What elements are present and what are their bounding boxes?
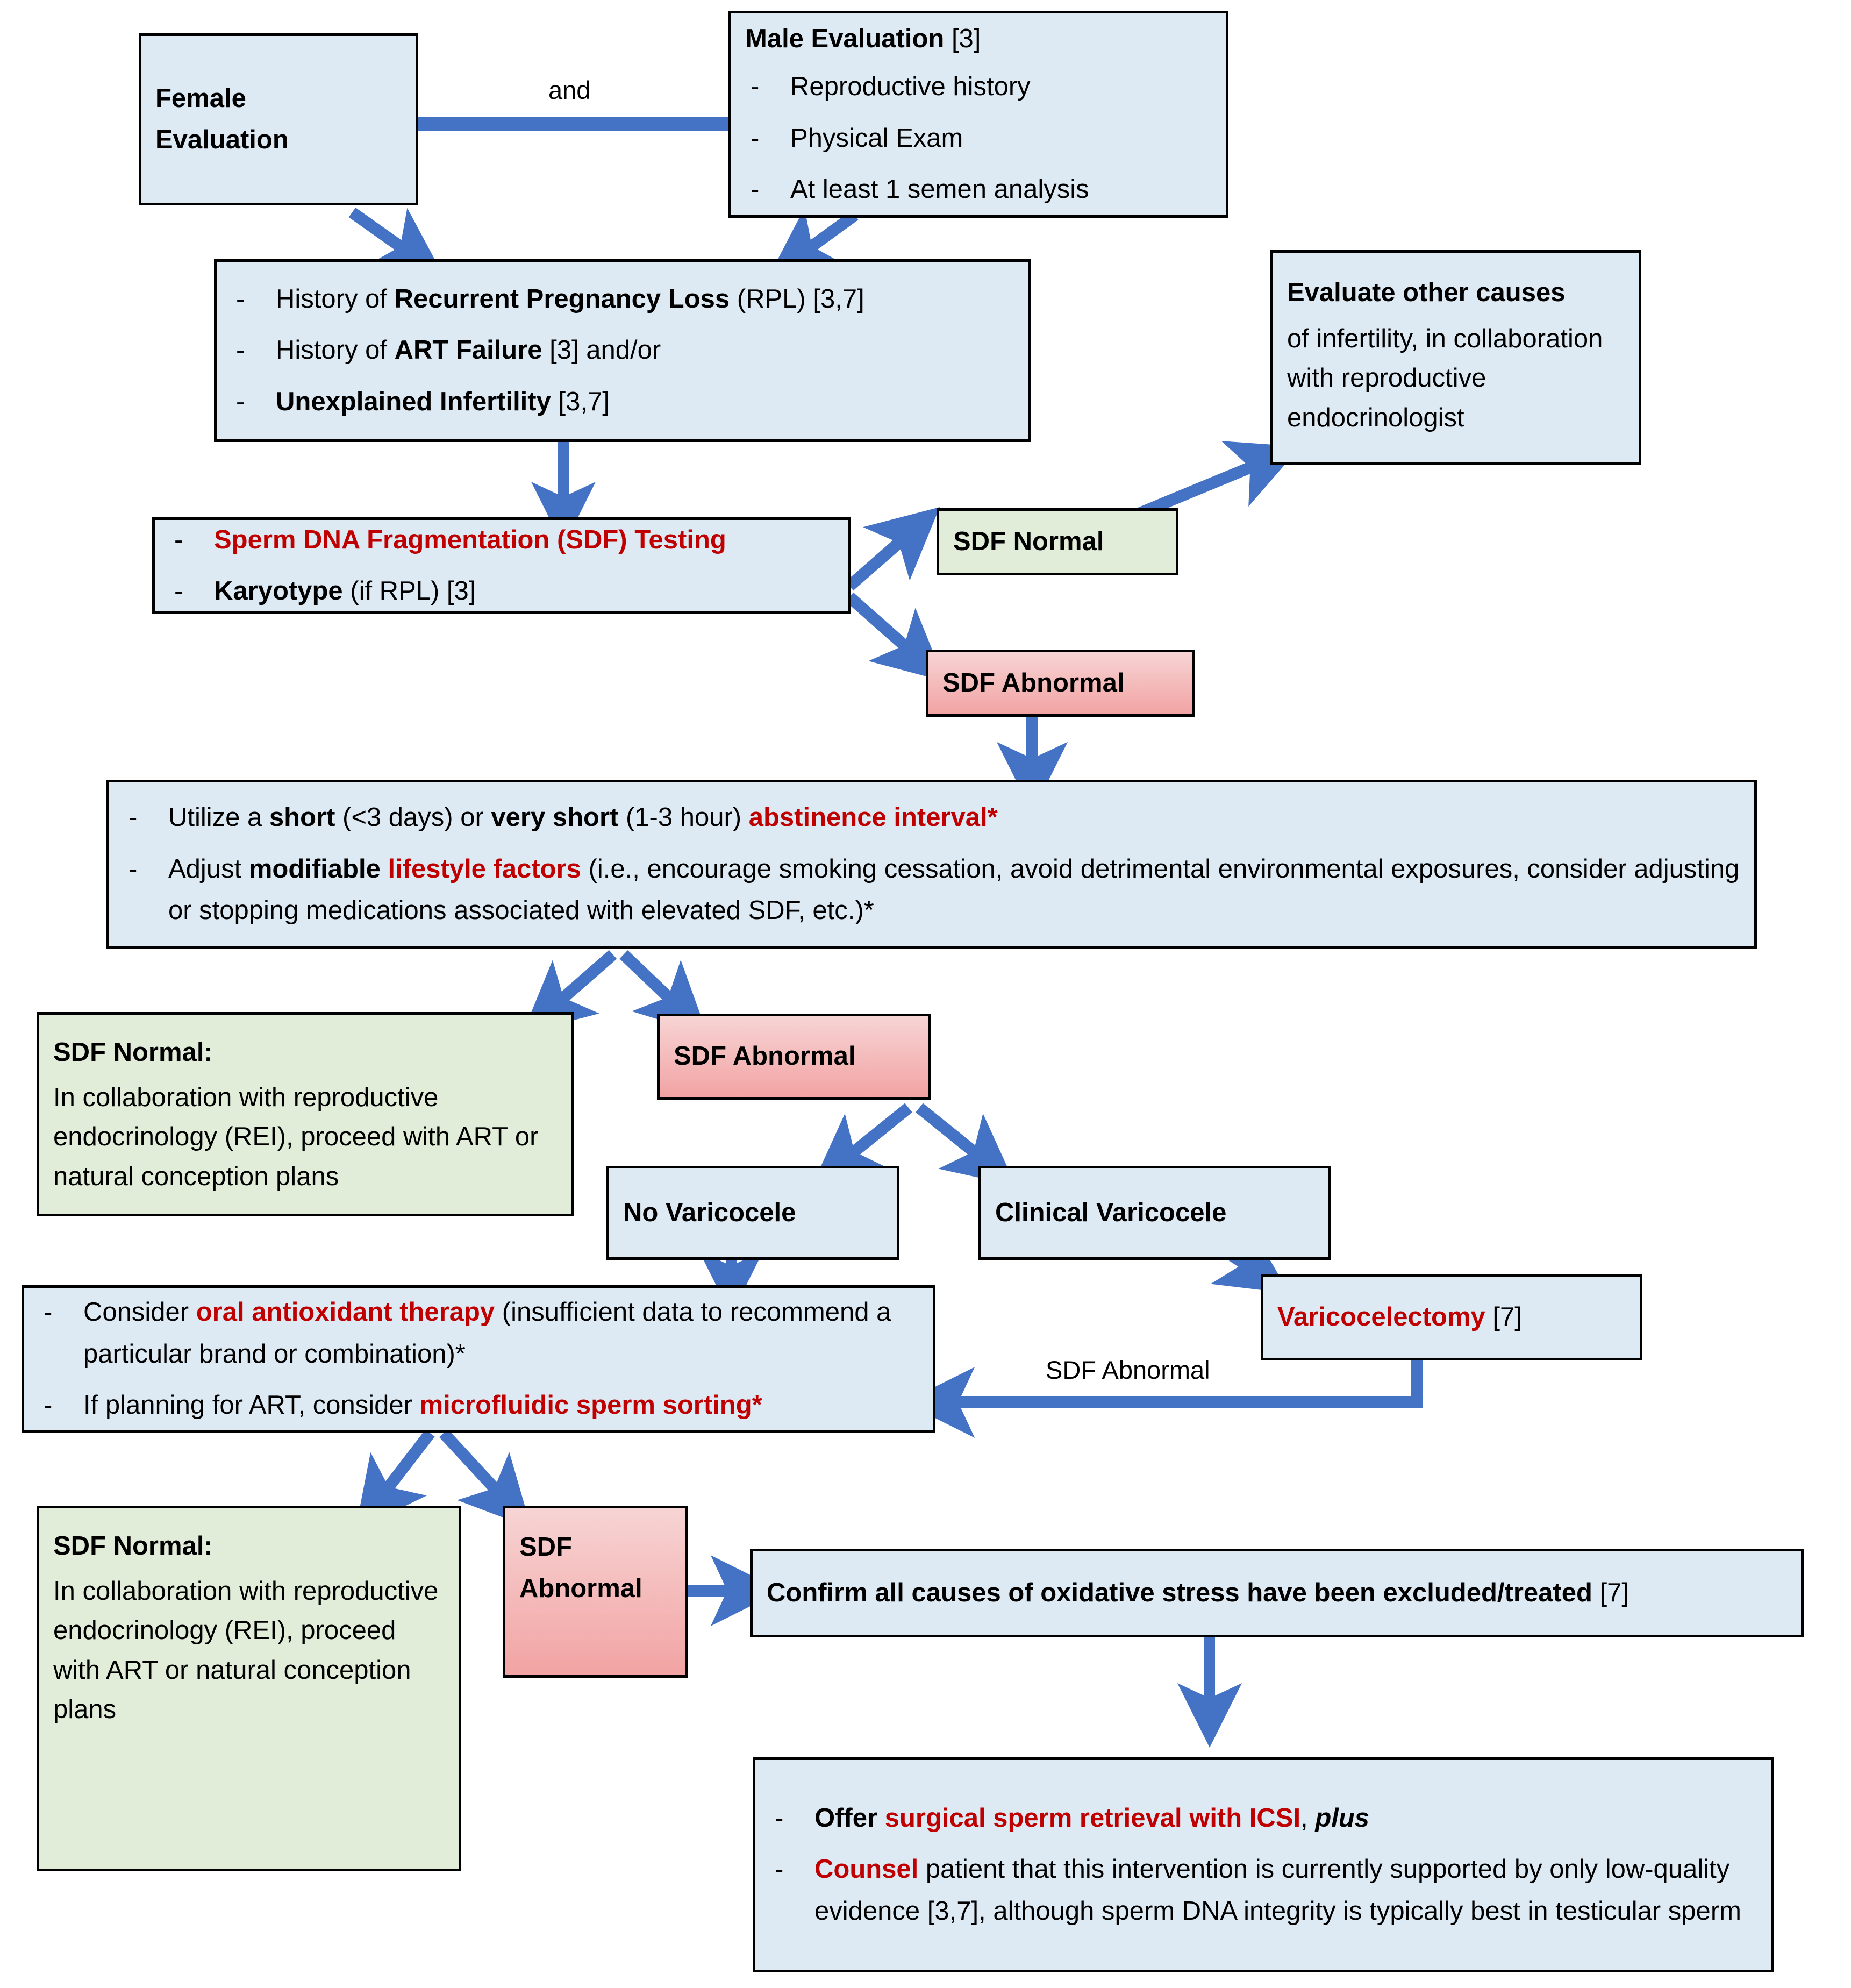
final-item1-bold: Offer: [814, 1803, 885, 1833]
lifestyle-item2-red: lifestyle factors: [388, 854, 581, 883]
sdf-normal-mid-body: In collaboration with reproductive endoc…: [53, 1082, 539, 1191]
sdf-testing-list: Sperm DNA Fragmentation (SDF) Testing Ka…: [169, 519, 834, 612]
final-recommendation-list: Offer surgical sperm retrieval with ICSI…: [769, 1798, 1757, 1932]
list-item: Offer surgical sperm retrieval with ICSI…: [769, 1798, 1757, 1840]
edge-label-sdf-abnormal-return: SDF Abnormal: [1046, 1356, 1210, 1384]
history-item1-bold: Recurrent Pregnancy Loss: [394, 284, 730, 313]
list-item: Adjust modifiable lifestyle factors (i.e…: [123, 849, 1740, 932]
confirm-oxidative-ref: [7]: [1592, 1578, 1630, 1607]
confirm-oxidative-bold: Confirm all causes of oxidative stress h…: [767, 1578, 1592, 1607]
node-final-recommendation[interactable]: Offer surgical sperm retrieval with ICSI…: [753, 1757, 1774, 1972]
history-item2-post: [3] and/or: [542, 336, 661, 365]
lifestyle-item2-pre: Adjust: [168, 854, 249, 883]
node-history-criteria[interactable]: History of Recurrent Pregnancy Loss (RPL…: [214, 259, 1031, 442]
history-criteria-list: History of Recurrent Pregnancy Loss (RPL…: [231, 279, 1014, 423]
antioxidant-item1-pre: Consider: [83, 1298, 196, 1327]
badge-sdf-abnormal-bottom[interactable]: SDF Abnormal: [503, 1506, 688, 1678]
male-evaluation-item-2: At least 1 semen analysis: [790, 174, 1089, 204]
male-evaluation-item-1: Physical Exam: [790, 123, 963, 153]
node-lifestyle-adjustments[interactable]: Utilize a short (<3 days) or very short …: [106, 780, 1757, 949]
female-evaluation-line1: Female: [155, 83, 246, 113]
node-antioxidant-therapy[interactable]: Consider oral antioxidant therapy (insuf…: [22, 1285, 935, 1433]
lifestyle-item1-b1: short: [269, 803, 335, 832]
final-item2-red: Counsel: [814, 1855, 919, 1884]
lifestyle-item1-pre: Utilize a: [168, 803, 269, 832]
node-female-evaluation[interactable]: Female Evaluation: [139, 33, 418, 205]
sdf-abnormal-mid-label: SDF Abnormal: [674, 1042, 856, 1071]
history-item1-post: (RPL) [3,7]: [730, 284, 864, 313]
list-item: Physical Exam: [745, 118, 1212, 160]
final-item1-red: surgical sperm retrieval with ICSI: [884, 1803, 1301, 1833]
node-sdf-normal-bottom[interactable]: SDF Normal: In collaboration with reprod…: [37, 1506, 461, 1871]
node-evaluate-other-causes[interactable]: Evaluate other causes of infertility, in…: [1270, 250, 1641, 465]
evaluate-other-causes-body: of infertility, in collaboration with re…: [1287, 324, 1603, 432]
list-item: At least 1 semen analysis: [745, 169, 1212, 211]
edge-label-and: and: [548, 76, 591, 104]
no-varicocele-label: No Varicocele: [623, 1198, 796, 1227]
list-item: Unexplained Infertility [3,7]: [231, 381, 1014, 423]
antioxidant-item2-pre: If planning for ART, consider: [83, 1391, 420, 1420]
varicocelectomy-text: Varicocelectomy [7]: [1277, 1296, 1626, 1338]
history-item2-bold: ART Failure: [394, 336, 542, 365]
history-item3-bold: Unexplained Infertility: [276, 387, 551, 416]
node-sdf-normal-mid[interactable]: SDF Normal: In collaboration with reprod…: [37, 1012, 574, 1216]
lifestyle-item1-b2: very short: [491, 803, 619, 832]
sdf-normal-bottom-body: In collaboration with reproductive endoc…: [53, 1576, 439, 1725]
history-item1-pre: History of: [276, 284, 395, 313]
list-item: Sperm DNA Fragmentation (SDF) Testing: [169, 519, 834, 561]
lifestyle-list: Utilize a short (<3 days) or very short …: [123, 797, 1740, 931]
history-item2-pre: History of: [276, 336, 395, 365]
varicocelectomy-label: Varicocelectomy: [1277, 1302, 1485, 1332]
lifestyle-item2-b1: modifiable: [248, 854, 388, 883]
list-item: If planning for ART, consider microfluid…: [38, 1385, 919, 1427]
female-evaluation-line2: Evaluation: [155, 125, 289, 154]
badge-sdf-normal-label: SDF Normal: [953, 526, 1104, 556]
male-evaluation-heading: Male Evaluation [3]: [745, 18, 1212, 60]
node-clinical-varicocele[interactable]: Clinical Varicocele: [978, 1166, 1331, 1260]
final-item2-post: patient that this intervention is curren…: [814, 1855, 1741, 1926]
sdf-normal-bottom-heading: SDF Normal:: [53, 1531, 213, 1561]
history-item3-post: [3,7]: [551, 387, 610, 416]
badge-sdf-normal-top[interactable]: SDF Normal: [937, 508, 1178, 575]
antioxidant-item1-red: oral antioxidant therapy: [196, 1298, 495, 1327]
list-item: Utilize a short (<3 days) or very short …: [123, 797, 1740, 839]
lifestyle-item1-mid1: (<3 days) or: [335, 803, 491, 832]
list-item: Karyotype (if RPL) [3]: [169, 571, 834, 612]
sdf-abnormal-bottom-line1: SDF: [519, 1533, 572, 1562]
lifestyle-item1-mid2: (1-3 hour): [618, 803, 749, 832]
evaluate-other-causes-heading: Evaluate other causes: [1287, 278, 1566, 307]
node-male-evaluation[interactable]: Male Evaluation [3] Reproductive history…: [728, 11, 1228, 218]
lifestyle-item2-post: (i.e., encourage smoking cessation, avoi…: [168, 854, 1740, 925]
node-no-varicocele[interactable]: No Varicocele: [606, 1166, 899, 1260]
male-evaluation-heading-text: Male Evaluation: [745, 24, 945, 53]
badge-sdf-abnormal-label: SDF Abnormal: [942, 668, 1125, 697]
sdf-testing-item2-post: (if RPL) [3]: [342, 576, 476, 605]
node-confirm-oxidative-stress[interactable]: Confirm all causes of oxidative stress h…: [750, 1549, 1804, 1637]
clinical-varicocele-label: Clinical Varicocele: [995, 1198, 1227, 1227]
male-evaluation-heading-ref: [3]: [944, 24, 981, 53]
sdf-normal-mid-heading: SDF Normal:: [53, 1038, 213, 1067]
lifestyle-item1-red: abstinence interval*: [748, 803, 998, 832]
final-item1-italic: plus: [1315, 1803, 1370, 1833]
sdf-abnormal-bottom-line2: Abnormal: [519, 1574, 642, 1604]
male-evaluation-item-0: Reproductive history: [790, 72, 1031, 102]
varicocelectomy-ref: [7]: [1485, 1302, 1522, 1332]
male-evaluation-list: Reproductive history Physical Exam At le…: [745, 66, 1212, 211]
node-varicocelectomy[interactable]: Varicocelectomy [7]: [1261, 1274, 1642, 1360]
sdf-testing-item1: Sperm DNA Fragmentation (SDF) Testing: [214, 525, 726, 554]
antioxidant-list: Consider oral antioxidant therapy (insuf…: [38, 1292, 919, 1427]
final-item1-comma: ,: [1300, 1803, 1316, 1833]
badge-sdf-abnormal-mid[interactable]: SDF Abnormal: [657, 1014, 931, 1100]
badge-sdf-abnormal-top[interactable]: SDF Abnormal: [926, 650, 1195, 717]
list-item: Counsel patient that this intervention i…: [769, 1849, 1757, 1932]
node-sdf-testing[interactable]: Sperm DNA Fragmentation (SDF) Testing Ka…: [152, 517, 851, 614]
list-item: Reproductive history: [745, 66, 1212, 108]
list-item: History of ART Failure [3] and/or: [231, 330, 1014, 372]
sdf-testing-item2-bold: Karyotype: [214, 576, 343, 605]
confirm-oxidative-text: Confirm all causes of oxidative stress h…: [767, 1572, 1787, 1614]
antioxidant-item1-post: (insufficient data to recommend a partic…: [83, 1298, 891, 1369]
list-item: History of Recurrent Pregnancy Loss (RPL…: [231, 279, 1014, 320]
list-item: Consider oral antioxidant therapy (insuf…: [38, 1292, 919, 1375]
antioxidant-item2-red: microfluidic sperm sorting*: [419, 1391, 762, 1420]
